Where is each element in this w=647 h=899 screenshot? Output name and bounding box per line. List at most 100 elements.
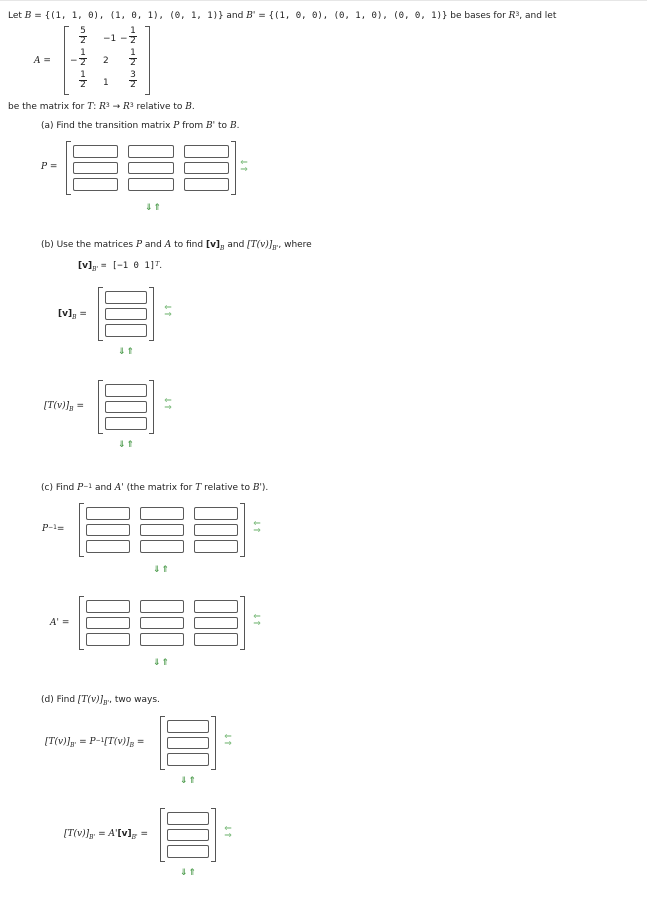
part-c-pinv-label: P−1=	[42, 524, 65, 534]
answer-input-box[interactable]	[86, 523, 130, 537]
fraction-denominator: 2	[130, 36, 136, 46]
answer-input-box[interactable]	[105, 291, 147, 304]
up-down-arrows-icon[interactable]: ⇓⇑	[118, 347, 136, 357]
fraction-numerator: 1	[80, 70, 86, 80]
matrix-right-bracket	[240, 596, 245, 650]
answer-input-box[interactable]	[86, 600, 130, 613]
part-b-v-label: [v]B =	[58, 309, 87, 321]
swap-arrows-icon[interactable]: ⇐⇒	[240, 158, 248, 175]
answer-input-box[interactable]	[86, 616, 130, 630]
swap-arrows-icon[interactable]: ⇐⇒	[224, 732, 232, 749]
intro-eq-2: =	[258, 11, 266, 21]
answer-input-box[interactable]	[105, 400, 147, 414]
matrix-a-entry-sign: −	[120, 34, 128, 44]
answer-input-box[interactable]	[140, 600, 184, 613]
fraction-bar	[129, 58, 137, 59]
answer-input-box[interactable]	[73, 178, 119, 191]
swap-arrows-icon[interactable]: ⇐⇒	[224, 824, 232, 841]
answer-input-box[interactable]	[73, 161, 119, 175]
answer-input-box[interactable]	[167, 828, 209, 842]
answer-input-box[interactable]	[194, 600, 238, 613]
up-down-arrows-icon[interactable]: ⇓⇑	[118, 440, 136, 450]
matrix-left-bracket	[160, 716, 165, 770]
answer-input-box[interactable]	[194, 633, 238, 646]
swap-arrows-icon[interactable]: ⇐⇒	[253, 612, 261, 629]
answer-input-box[interactable]	[183, 161, 229, 175]
answer-input-box[interactable]	[128, 178, 174, 191]
up-down-arrows-icon[interactable]: ⇓⇑	[153, 565, 171, 575]
swap-arrows-icon[interactable]: ⇐⇒	[253, 519, 261, 536]
fraction-bar	[79, 36, 87, 37]
answer-input-box[interactable]	[128, 161, 174, 175]
up-down-arrows-icon[interactable]: ⇓⇑	[153, 658, 171, 668]
answer-input-box[interactable]	[194, 540, 238, 553]
matrix-right-bracket	[211, 716, 216, 770]
matrix-right-bracket	[149, 287, 154, 341]
intro-bprime-set: {(1, 0, 0), (0, 1, 0), (0, 0, 1)}	[268, 11, 448, 21]
part-c-aprime-label: A' =	[50, 618, 70, 628]
answer-input-box[interactable]	[183, 145, 229, 158]
answer-input-box[interactable]	[167, 720, 209, 733]
answer-input-box[interactable]	[167, 753, 209, 766]
matrix-a-prime-input	[79, 596, 245, 650]
answer-input-box[interactable]	[194, 616, 238, 630]
part-d-equation-1: [T(v)]B' = P−1[T(v)]B =	[45, 737, 145, 749]
part-b-given-vector: [v]B' = [−1 0 1]T.	[78, 261, 163, 273]
fraction-denominator: 2	[130, 80, 136, 90]
answer-input-box[interactable]	[167, 812, 209, 825]
part-a-prompt: (a) Find the transition matrix P from B'…	[41, 121, 240, 131]
fraction-denominator: 2	[80, 58, 86, 68]
answer-input-box[interactable]	[194, 523, 238, 537]
answer-input-box[interactable]	[140, 540, 184, 553]
intro-let: Let	[8, 11, 22, 21]
fraction-denominator: 2	[80, 80, 86, 90]
answer-input-box[interactable]	[140, 633, 184, 646]
answer-input-box[interactable]	[140, 523, 184, 537]
answer-input-box[interactable]	[86, 633, 130, 646]
answer-input-box[interactable]	[140, 507, 184, 520]
answer-input-box[interactable]	[167, 736, 209, 750]
answer-input-box[interactable]	[167, 845, 209, 858]
fraction-bar	[79, 80, 87, 81]
matrix-a-entry-sign: −	[70, 56, 78, 66]
matrix-left-bracket	[79, 596, 84, 650]
answer-input-box[interactable]	[86, 507, 130, 520]
vector-v-b-input	[98, 287, 154, 341]
answer-input-box[interactable]	[128, 145, 174, 158]
intro-be-bases: be bases for	[450, 11, 506, 21]
up-down-arrows-icon[interactable]: ⇓⇑	[145, 203, 163, 213]
answer-input-box[interactable]	[105, 417, 147, 430]
part-b-tv-label: [T(v)]B =	[44, 401, 84, 413]
top-divider	[0, 0, 647, 1]
part-b-prompt: (b) Use the matrices P and A to find [v]…	[41, 240, 312, 252]
answer-input-box[interactable]	[86, 540, 130, 553]
matrix-right-bracket	[149, 380, 154, 434]
fraction-numerator: 1	[130, 26, 136, 36]
answer-input-box[interactable]	[105, 324, 147, 337]
swap-arrows-icon[interactable]: ⇐⇒	[164, 303, 172, 320]
matrix-description: be the matrix for T: R3 → R3 relative to…	[8, 102, 195, 112]
fraction-numerator: 3	[130, 70, 136, 80]
answer-input-box[interactable]	[105, 384, 147, 397]
answer-input-box[interactable]	[105, 307, 147, 321]
answer-input-box[interactable]	[183, 178, 229, 191]
matrix-a-entry: 1	[103, 78, 109, 88]
part-a-label: P =	[41, 162, 58, 172]
fraction-bar	[79, 58, 87, 59]
matrix-a-left-bracket	[64, 26, 69, 95]
answer-input-box[interactable]	[73, 145, 119, 158]
up-down-arrows-icon[interactable]: ⇓⇑	[180, 868, 198, 878]
part-d-prompt: (d) Find [T(v)]B', two ways.	[41, 695, 160, 707]
answer-input-box[interactable]	[194, 507, 238, 520]
swap-arrows-icon[interactable]: ⇐⇒	[164, 396, 172, 413]
answer-input-box[interactable]	[140, 616, 184, 630]
vector-tv-b-input	[98, 380, 154, 434]
vector-tv-bprime-input-2	[160, 808, 216, 862]
intro-r: R	[508, 11, 516, 21]
up-down-arrows-icon[interactable]: ⇓⇑	[180, 776, 198, 786]
matrix-left-bracket	[79, 503, 84, 557]
fraction-denominator: 2	[130, 58, 136, 68]
